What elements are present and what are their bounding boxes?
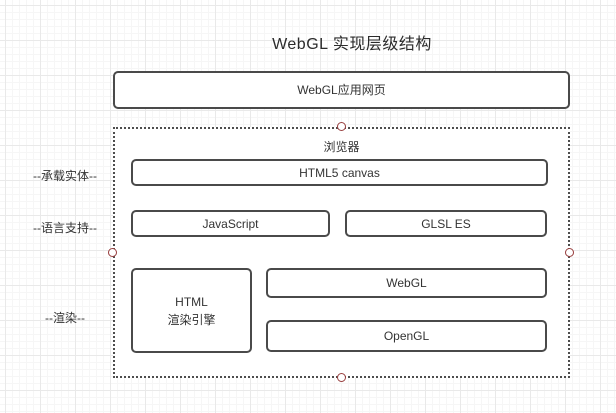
node-html-render-engine[interactable]: HTML 渲染引擎 [131,268,252,353]
node-webgl[interactable]: WebGL [266,268,547,298]
anchor-point-right[interactable] [565,248,574,257]
node-glsl-es[interactable]: GLSL ES [345,210,547,237]
diagram-title: WebGL 实现层级结构 [272,36,432,53]
node-opengl[interactable]: OpenGL [266,320,547,352]
node-browser-label: 浏览器 [323,140,360,154]
node-webgl-app-page[interactable]: WebGL应用网页 [113,71,570,109]
node-glsl-es-label: GLSL ES [421,216,471,231]
node-html-render-engine-label-line1: HTML [175,294,208,309]
node-html5-canvas-label: HTML5 canvas [299,165,380,180]
node-opengl-label: OpenGL [383,329,430,343]
anchor-point-left[interactable] [108,248,117,257]
side-label-render: --渲染-- [45,311,85,325]
node-webgl-app-page-label: WebGL应用网页 [297,83,386,97]
node-html5-canvas[interactable]: HTML5 canvas [131,159,548,186]
node-html-render-engine-label-line2: 渲染引擎 [167,312,216,327]
anchor-point-bottom[interactable] [337,373,346,382]
side-label-language-support: --语言支持-- [33,221,97,235]
node-webgl-label: WebGL [386,276,427,290]
anchor-point-top[interactable] [337,122,346,131]
side-label-carrier-entity: --承载实体-- [33,169,97,183]
node-javascript-label: JavaScript [202,216,259,231]
node-javascript[interactable]: JavaScript [131,210,330,237]
